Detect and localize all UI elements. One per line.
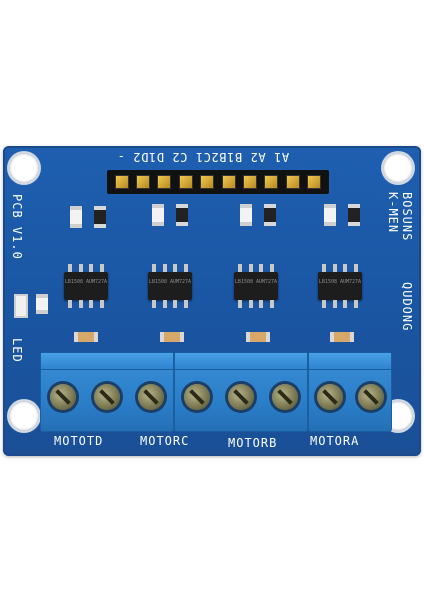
chip-marking: LB1508 AUM727A [318, 279, 362, 285]
resistor [94, 206, 106, 228]
model-label: K-MEN [386, 192, 400, 234]
led-label: LED [10, 338, 24, 363]
header-pin [178, 175, 193, 189]
terminal-block-d [40, 352, 174, 432]
header-pin [221, 175, 236, 189]
pin-header [107, 170, 329, 194]
terminal-block-c [174, 352, 308, 432]
brand-label: BOSUNS [400, 192, 414, 242]
pcb-version-label: PCB V1.0 [10, 194, 24, 260]
terminal-screw [357, 384, 384, 410]
mounting-hole-bottom-left [10, 402, 38, 430]
resistor [70, 206, 82, 228]
header-pin [114, 175, 129, 189]
terminal-screw [94, 384, 120, 410]
terminal-screw [138, 384, 164, 410]
motor-label-d: MOTOTD [54, 434, 104, 448]
terminal-screw [228, 384, 254, 410]
header-pin [200, 175, 215, 189]
terminal-screw [184, 384, 210, 410]
chip-marking: LB1508 AUM727A [148, 279, 192, 285]
mounting-hole-top-left [10, 154, 38, 182]
driver-chip: LB1508 AUM727A [64, 264, 108, 308]
terminal-screw [316, 384, 343, 410]
chip-marking: LB1508 AUM727A [64, 279, 108, 285]
screw-terminals [40, 352, 392, 432]
led-resistor [36, 294, 48, 314]
resistor [264, 204, 276, 226]
motor-label-a: MOTORA [310, 434, 360, 448]
capacitor [160, 332, 184, 342]
header-pin-labels: A1 A2 B1B2C1 C2 D1D2 - [117, 150, 290, 164]
header-pin [157, 175, 172, 189]
resistor [240, 204, 252, 226]
capacitor [330, 332, 354, 342]
header-pin [285, 175, 300, 189]
capacitor [74, 332, 98, 342]
terminal-screw [50, 384, 76, 410]
capacitor [246, 332, 270, 342]
resistor [152, 204, 164, 226]
driver-chip: LB1508 AUM727A [234, 264, 278, 308]
resistor [176, 204, 188, 226]
power-led [14, 294, 28, 318]
resistor [348, 204, 360, 226]
qudong-label: QUDONG [400, 282, 414, 332]
resistor [324, 204, 336, 226]
motor-label-b: MOTORB [228, 436, 278, 450]
header-pin [136, 175, 151, 189]
mounting-hole-top-right [384, 154, 412, 182]
driver-chip: LB1508 AUM727A [318, 264, 362, 308]
motor-label-c: MOTORC [140, 434, 190, 448]
terminal-block-ab [308, 352, 392, 432]
chip-marking: LB1508 AUM727A [234, 279, 278, 285]
header-pin [307, 175, 322, 189]
terminal-screw [272, 384, 298, 410]
header-pin [264, 175, 279, 189]
header-pin [243, 175, 258, 189]
driver-chip: LB1508 AUM727A [148, 264, 192, 308]
